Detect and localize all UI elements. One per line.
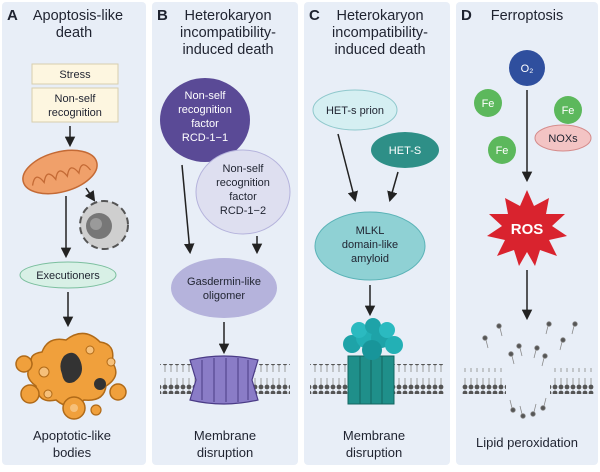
panel-a: A Apoptosis-like death Stress Non-self r… xyxy=(2,2,146,465)
apoptotic-bodies-icon xyxy=(15,332,127,420)
stress-label: Stress xyxy=(59,69,91,81)
arrow-c1 xyxy=(337,133,358,203)
gasdermin-node xyxy=(171,258,277,318)
panel-c-title-line-2: incompatibility- xyxy=(332,25,428,41)
nucleus-icon xyxy=(79,200,129,250)
panel-b-bottom-line-2: disruption xyxy=(197,445,253,460)
panel-c-title-line-3: induced death xyxy=(334,42,425,58)
panel-c: C Heterokaryon incompatibility- induced … xyxy=(304,2,450,465)
panel-b-title-line-3: induced death xyxy=(182,42,273,58)
mlkl-line-1: MLKL xyxy=(356,225,385,237)
mitochondrion-icon xyxy=(22,149,98,195)
ros-burst-icon xyxy=(487,190,567,266)
o2-label: O₂ xyxy=(521,63,534,75)
rcd-1-2-line-1: Non-self xyxy=(223,163,265,175)
gasdermin-pore-icon xyxy=(189,355,259,405)
amyloid-pore-icon xyxy=(343,318,403,405)
het-S-node xyxy=(371,132,439,168)
peroxidized-membrane-icon xyxy=(462,321,594,419)
panel-d: D Ferroptosis O₂ Fe Fe Fe NOXs ROS xyxy=(456,2,598,465)
panel-c-bottom-line-1: Membrane xyxy=(343,428,405,443)
panel-b: B Heterokaryon incompatibility- induced … xyxy=(152,2,298,465)
rcd-1-2-line-2: recognition xyxy=(216,177,270,189)
ros-label: ROS xyxy=(511,221,544,238)
fe-ion-icon-2 xyxy=(554,96,582,124)
fe-label-2: Fe xyxy=(562,105,575,117)
panel-c-letter: C xyxy=(309,7,320,24)
nonself-label-line-1: Non-self xyxy=(55,93,97,105)
o2-molecule-icon xyxy=(509,50,545,86)
panel-c-bottom-line-2: disruption xyxy=(346,445,402,460)
rcd-1-1-line-1: Non-self xyxy=(185,90,227,102)
stress-box xyxy=(31,63,119,85)
rcd-1-1-line-4: RCD-1−1 xyxy=(182,132,228,144)
panel-a-bottom-line-1: Apoptotic-like xyxy=(33,428,111,443)
panel-d-bottom-label: Lipid peroxidation xyxy=(476,435,578,450)
fe-ion-icon-1 xyxy=(474,89,502,117)
panel-a-title-line-2: death xyxy=(56,25,92,41)
fe-label-1: Fe xyxy=(482,98,495,110)
panel-d-letter: D xyxy=(461,7,472,24)
mlkl-line-2: domain-like xyxy=(342,239,398,251)
panel-b-title-line-2: incompatibility- xyxy=(180,25,276,41)
arrow-b1 xyxy=(181,164,195,255)
panel-b-letter: B xyxy=(157,7,168,24)
fe-ion-icon-3 xyxy=(488,136,516,164)
rcd-1-2-node xyxy=(195,149,291,235)
rcd-1-1-line-3: factor xyxy=(191,118,219,130)
gasdermin-line-1: Gasdermin-like xyxy=(187,276,261,288)
panel-d-title: Ferroptosis xyxy=(491,8,564,24)
panel-c-title-line-1: Heterokaryon xyxy=(336,8,423,24)
het-S-label: HET-S xyxy=(389,145,421,157)
fe-label-3: Fe xyxy=(496,145,509,157)
rcd-1-1-node xyxy=(160,78,250,162)
executioners-label: Executioners xyxy=(36,270,100,282)
arrow-a-mito-nucleus xyxy=(84,187,96,202)
noxs-node xyxy=(534,124,592,152)
rcd-1-2-line-4: RCD-1−2 xyxy=(220,205,266,217)
het-s-prion-node xyxy=(312,89,398,131)
panel-b-title-line-1: Heterokaryon xyxy=(184,8,271,24)
executioners-node xyxy=(19,261,117,289)
mlkl-amyloid-node xyxy=(314,211,426,281)
noxs-label: NOXs xyxy=(548,133,578,145)
panel-a-title-line-1: Apoptosis-like xyxy=(33,8,123,24)
het-s-prion-label: HET-s prion xyxy=(326,105,384,117)
gasdermin-line-2: oligomer xyxy=(203,290,246,302)
nonself-label-line-2: recognition xyxy=(48,107,102,119)
arrow-c2 xyxy=(387,171,399,203)
rcd-1-1-line-2: recognition xyxy=(178,104,232,116)
panel-a-bottom-line-2: bodies xyxy=(53,445,92,460)
panel-a-letter: A xyxy=(7,7,18,24)
mlkl-line-3: amyloid xyxy=(351,253,389,265)
nonself-box xyxy=(31,87,119,123)
rcd-1-2-line-3: factor xyxy=(229,191,257,203)
panel-b-bottom-line-1: Membrane xyxy=(194,428,256,443)
